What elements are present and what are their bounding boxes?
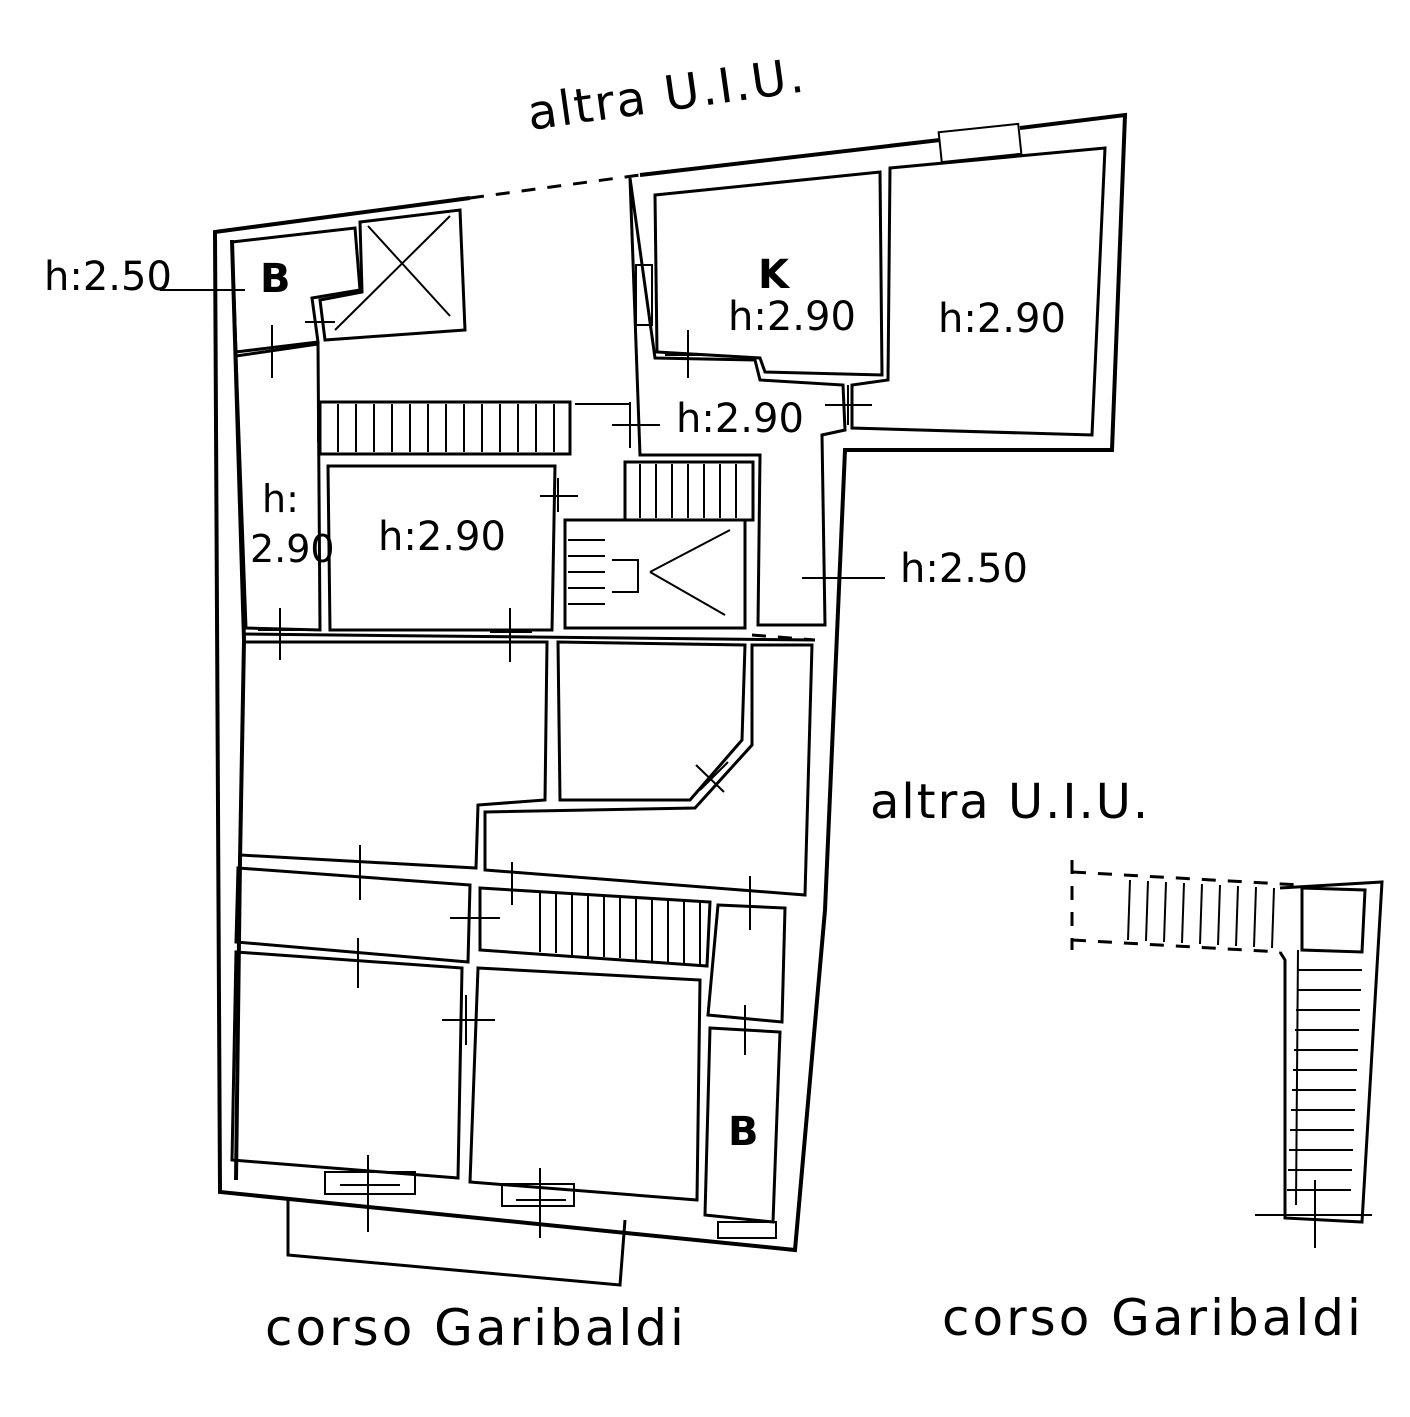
door-marks: [258, 321, 872, 1238]
bath-bottom-code: B: [728, 1109, 759, 1155]
outer-wall: [212, 112, 1128, 1253]
room-top-right-wall: [850, 146, 1107, 437]
window-bottom-3: [717, 1221, 777, 1239]
room-top-right-height: h:2.90: [938, 296, 1066, 342]
window-bottom-1: [324, 1171, 416, 1195]
room-bottom-left-wall: [230, 950, 464, 1180]
room-center-wall: [326, 464, 557, 632]
window-bottom-2: [501, 1183, 575, 1207]
room-middle-right-wall: [556, 640, 747, 802]
shaft-cross-a: [367, 225, 451, 317]
property-boundary-top: [469, 173, 641, 200]
room-middle-left-wall: [238, 640, 549, 870]
room-lower-left-strip: [234, 866, 472, 964]
window-top: [937, 122, 1023, 164]
hall-upper-height: h:2.90: [676, 396, 804, 442]
kitchen-wall: [653, 170, 884, 377]
shaft-cross-b: [334, 215, 451, 331]
shaft: [318, 208, 467, 342]
boundary-dashed-mid: [751, 633, 816, 642]
balcony: [286, 1198, 627, 1287]
kitchen-code: K: [758, 252, 791, 298]
room-center-height: h:2.90: [378, 514, 506, 560]
kitchen-height: h:2.90: [728, 294, 856, 340]
closet-right-wall: [706, 903, 787, 1024]
street-label-annex: corso Garibaldi: [942, 1289, 1364, 1347]
annex-stair: [1070, 860, 1384, 1248]
stairwell: [563, 460, 755, 630]
neighbor-label-top: altra U.I.U.: [524, 47, 809, 141]
outer-wall-segment: [639, 138, 941, 177]
corridor-left-wall: [234, 342, 322, 632]
bath-top-code: B: [260, 256, 291, 302]
neighbor-label-right: altra U.I.U.: [870, 774, 1150, 830]
bath-top-wall: [230, 226, 362, 354]
stair-upper: [318, 400, 572, 456]
window-kitchen-left: [635, 264, 653, 326]
stair-lower: [478, 886, 712, 968]
room-bottom-middle-wall: [468, 966, 702, 1202]
bath-top-height: h:2.50: [44, 254, 172, 300]
corridor-left-height-line1: h:: [262, 477, 299, 521]
street-label-main: corso Garibaldi: [265, 1299, 687, 1357]
wall-row-1: [243, 632, 816, 642]
corridor-left-height-line2: 2.90: [250, 527, 335, 571]
hall-upper-wall: [628, 177, 847, 627]
corridor-middle-wall: [483, 643, 814, 897]
passage-right-height: h:2.50: [900, 546, 1028, 592]
